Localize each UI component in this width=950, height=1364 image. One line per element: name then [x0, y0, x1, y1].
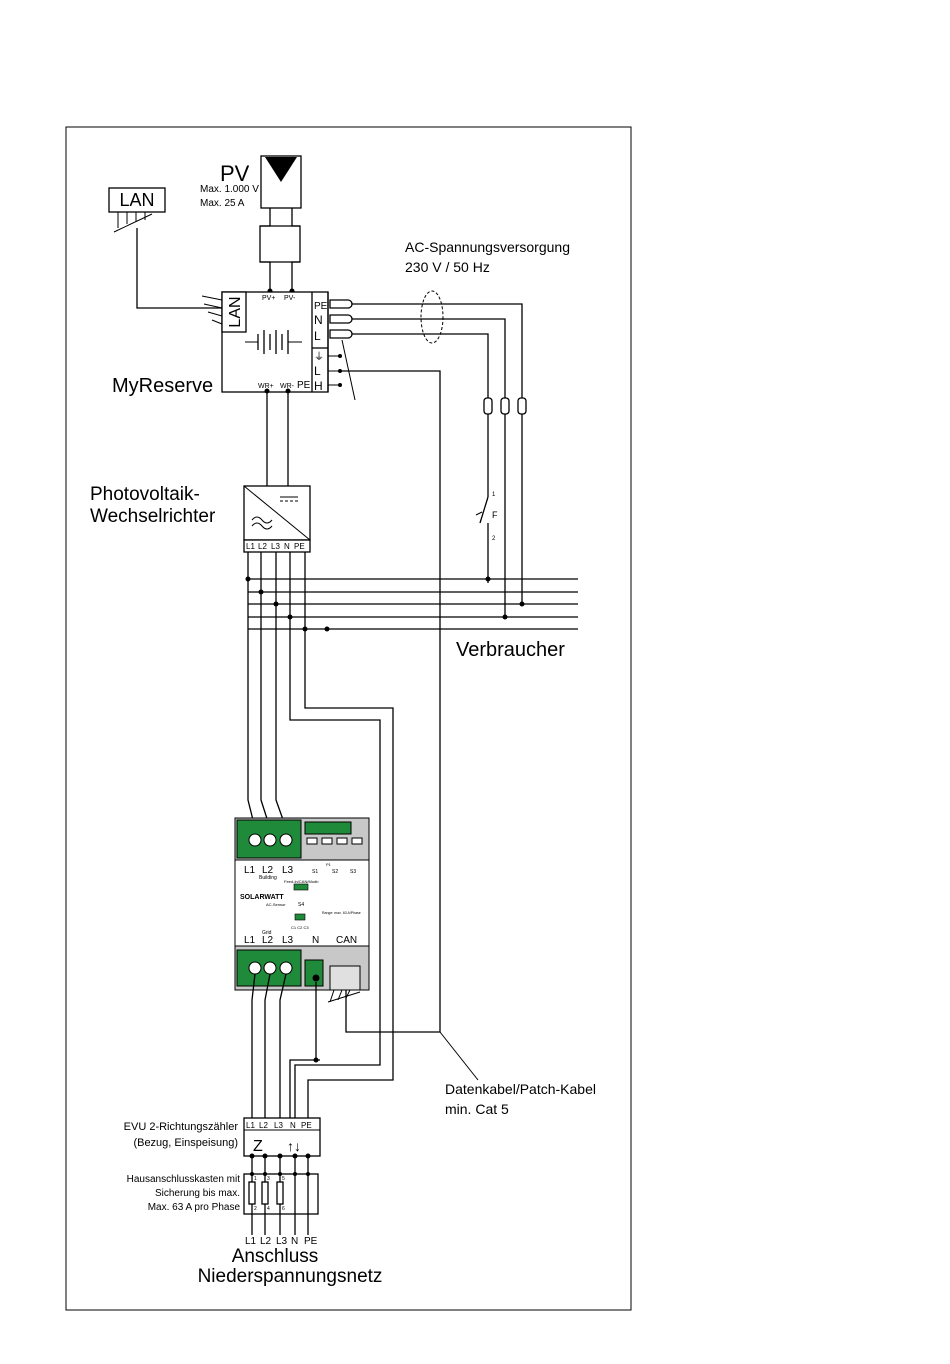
sensor-top-l2: L2: [262, 865, 274, 876]
grid-connection-subtitle: Niederspannungsnetz: [198, 1266, 383, 1287]
sensor-building-label: Building: [259, 875, 277, 881]
pv-current: Max. 25 A: [200, 198, 245, 209]
grid-terminal-l3: L3: [276, 1236, 288, 1247]
meter-label-line2: (Bezug, Einspeisung): [133, 1137, 238, 1149]
bidirectional-meter: L1 L2 L3 N PE Z ↑↓: [243, 1117, 321, 1159]
meter-direction-arrows-icon: ↑↓: [287, 1138, 301, 1154]
house-box-label-line2: Sicherung bis max.: [155, 1188, 240, 1199]
grid-terminal-n: N: [291, 1236, 298, 1247]
myreserve-terminal-ground: ⏚: [314, 351, 324, 363]
fuse-breaker: 1 F 2: [475, 414, 498, 583]
inverter-label-line1: Photovoltaik-: [90, 484, 200, 505]
fuse-top-5: 5: [282, 1176, 285, 1182]
sensor-s1-label: S1: [312, 869, 318, 875]
fuse-bottom-2: 2: [254, 1206, 257, 1212]
fuse-top-1: 1: [254, 1176, 257, 1182]
house-connection-box: 1 3 5 2 4 6: [243, 1156, 319, 1235]
diagram-frame: [65, 126, 632, 1311]
wr-plus-terminal: WR+: [258, 383, 274, 390]
consumer-busbars: [245, 576, 578, 632]
myreserve-unit: LAN PV+ PV- WR+ WR- PE PE N L ⏚ L H: [201, 291, 356, 401]
sensor-subtitle: AC-Sensor: [266, 902, 286, 907]
myreserve-terminal-can-l: L: [314, 364, 321, 378]
sensor-grid-label: Grid: [262, 930, 272, 936]
inverter-terminal-n: N: [284, 542, 290, 551]
meter-terminal-n: N: [290, 1121, 296, 1130]
sensor-bottom-l1: L1: [244, 935, 256, 946]
inverter-terminal-pe: PE: [294, 542, 305, 551]
sensor-feed-in-label: Feed-In/CAN/Modb: [284, 879, 319, 884]
pv-minus-terminal: PV-: [284, 295, 296, 302]
wr-minus-terminal: WR-: [280, 383, 295, 390]
inverter-terminal-l1: L1: [246, 542, 255, 551]
sensor-top-l1: L1: [244, 865, 256, 876]
pv-inverter: L1 L2 L3 N PE: [243, 485, 311, 553]
meter-symbol: Z: [253, 1138, 263, 1155]
ac-supply-title: AC-Spannungsversorgung: [405, 239, 570, 255]
sensor-range-label: Range: max. 63 A/Phase: [322, 911, 361, 915]
lan-label: LAN: [119, 190, 154, 210]
meter-label-line1: EVU 2-Richtungszähler: [124, 1121, 239, 1133]
myreserve-label: MyReserve: [112, 375, 213, 397]
meter-terminal-l2: L2: [259, 1121, 268, 1130]
myreserve-terminal-l: L: [314, 329, 321, 343]
sensor-s4-label: S4: [298, 902, 304, 908]
grid-terminal-l1: L1: [245, 1236, 257, 1247]
fuse-top-number: 1: [492, 492, 496, 498]
meter-terminal-l1: L1: [246, 1121, 255, 1130]
fuse-bottom-4: 4: [267, 1206, 270, 1212]
consumer-label: Verbraucher: [456, 639, 565, 661]
fuse-label: F: [492, 510, 498, 520]
data-cable-spec: min. Cat 5: [445, 1101, 509, 1117]
grid-terminal-l2: L2: [260, 1236, 272, 1247]
fuse-top-3: 3: [267, 1176, 270, 1182]
sensor-jumper-label: C1 C2 C3: [291, 925, 309, 930]
sensor-top-l3: L3: [282, 865, 294, 876]
solarwatt-logo: SOLARWATT: [240, 894, 284, 901]
sensor-bottom-l2: L2: [262, 935, 274, 946]
myreserve-lan-label: LAN: [227, 296, 244, 327]
fuse-bottom-number: 2: [492, 536, 496, 542]
myreserve-terminal-n: N: [314, 313, 323, 327]
house-box-label-line1: Hausanschlusskasten mit: [127, 1174, 241, 1185]
ac-supply-rating: 230 V / 50 Hz: [405, 259, 490, 275]
sensor-bottom-l3: L3: [282, 935, 294, 946]
inverter-terminal-l2: L2: [258, 542, 267, 551]
inverter-terminal-l3: L3: [271, 542, 280, 551]
fuse-bottom-6: 6: [282, 1206, 285, 1212]
ac-sensor: L1 L2 L3 Building P1 S1 S2 S3 Feed-In/CA…: [234, 817, 370, 1003]
sensor-s3-label: S3: [350, 869, 356, 875]
can-rj45-port: [329, 965, 361, 991]
data-cable-label: Datenkabel/Patch-Kabel: [445, 1081, 596, 1097]
sensor-s2-label: S2: [332, 869, 338, 875]
battery-icon: [245, 330, 302, 354]
sensor-n-label: N: [312, 935, 319, 946]
pv-sun-icon: [265, 157, 297, 182]
grid-connection-title: Anschluss: [232, 1246, 319, 1267]
grid-terminal-pe: PE: [304, 1236, 318, 1247]
sensor-p1-label: P1: [326, 862, 332, 867]
meter-terminal-pe: PE: [301, 1121, 312, 1130]
pv-plus-terminal: PV+: [262, 295, 275, 302]
pe-bottom-terminal: PE: [297, 380, 311, 391]
pv-title: PV: [220, 161, 250, 186]
cable-bundle-marker: [420, 290, 444, 344]
meter-terminal-l3: L3: [274, 1121, 283, 1130]
inverter-label-line2: Wechselrichter: [90, 506, 216, 527]
myreserve-terminal-pe: PE: [314, 301, 328, 312]
house-box-label-line3: Max. 63 A pro Phase: [148, 1202, 241, 1213]
lan-cable: [136, 228, 222, 309]
sensor-can-label: CAN: [336, 935, 357, 946]
pv-voltage: Max. 1.000 V: [200, 184, 259, 195]
pv-module: PV Max. 1.000 V Max. 25 A: [200, 155, 302, 294]
lan-port: LAN: [108, 187, 166, 233]
myreserve-terminal-can-h: H: [314, 379, 323, 393]
ac-plugs: [329, 299, 527, 415]
